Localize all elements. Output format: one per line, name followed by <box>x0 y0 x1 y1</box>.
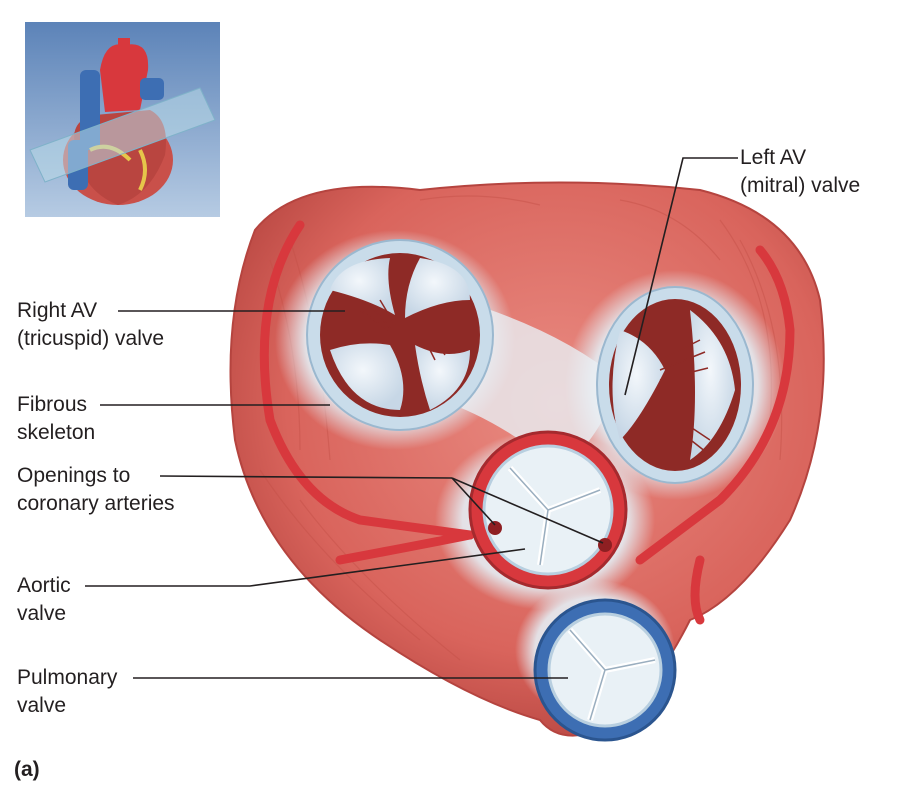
leader-left-av <box>624 157 738 396</box>
leader-openings-b <box>451 477 604 544</box>
inset-heart-thumbnail <box>25 22 220 217</box>
coronary-arteries <box>259 220 795 625</box>
leader-lines <box>85 157 738 679</box>
label-left-av: Left AV(mitral) valve <box>740 146 861 197</box>
panel-label: (a) <box>14 758 40 781</box>
tricuspid-valve <box>306 239 494 431</box>
pulmonary-valve <box>533 598 677 742</box>
leader-openings-a <box>451 477 496 526</box>
label-right-av: Right AV(tricuspid) valve <box>17 299 165 350</box>
leader-openings <box>159 475 453 479</box>
leader-aortic <box>85 548 526 587</box>
mitral-valve <box>596 286 754 484</box>
aortic-valve <box>468 430 628 590</box>
